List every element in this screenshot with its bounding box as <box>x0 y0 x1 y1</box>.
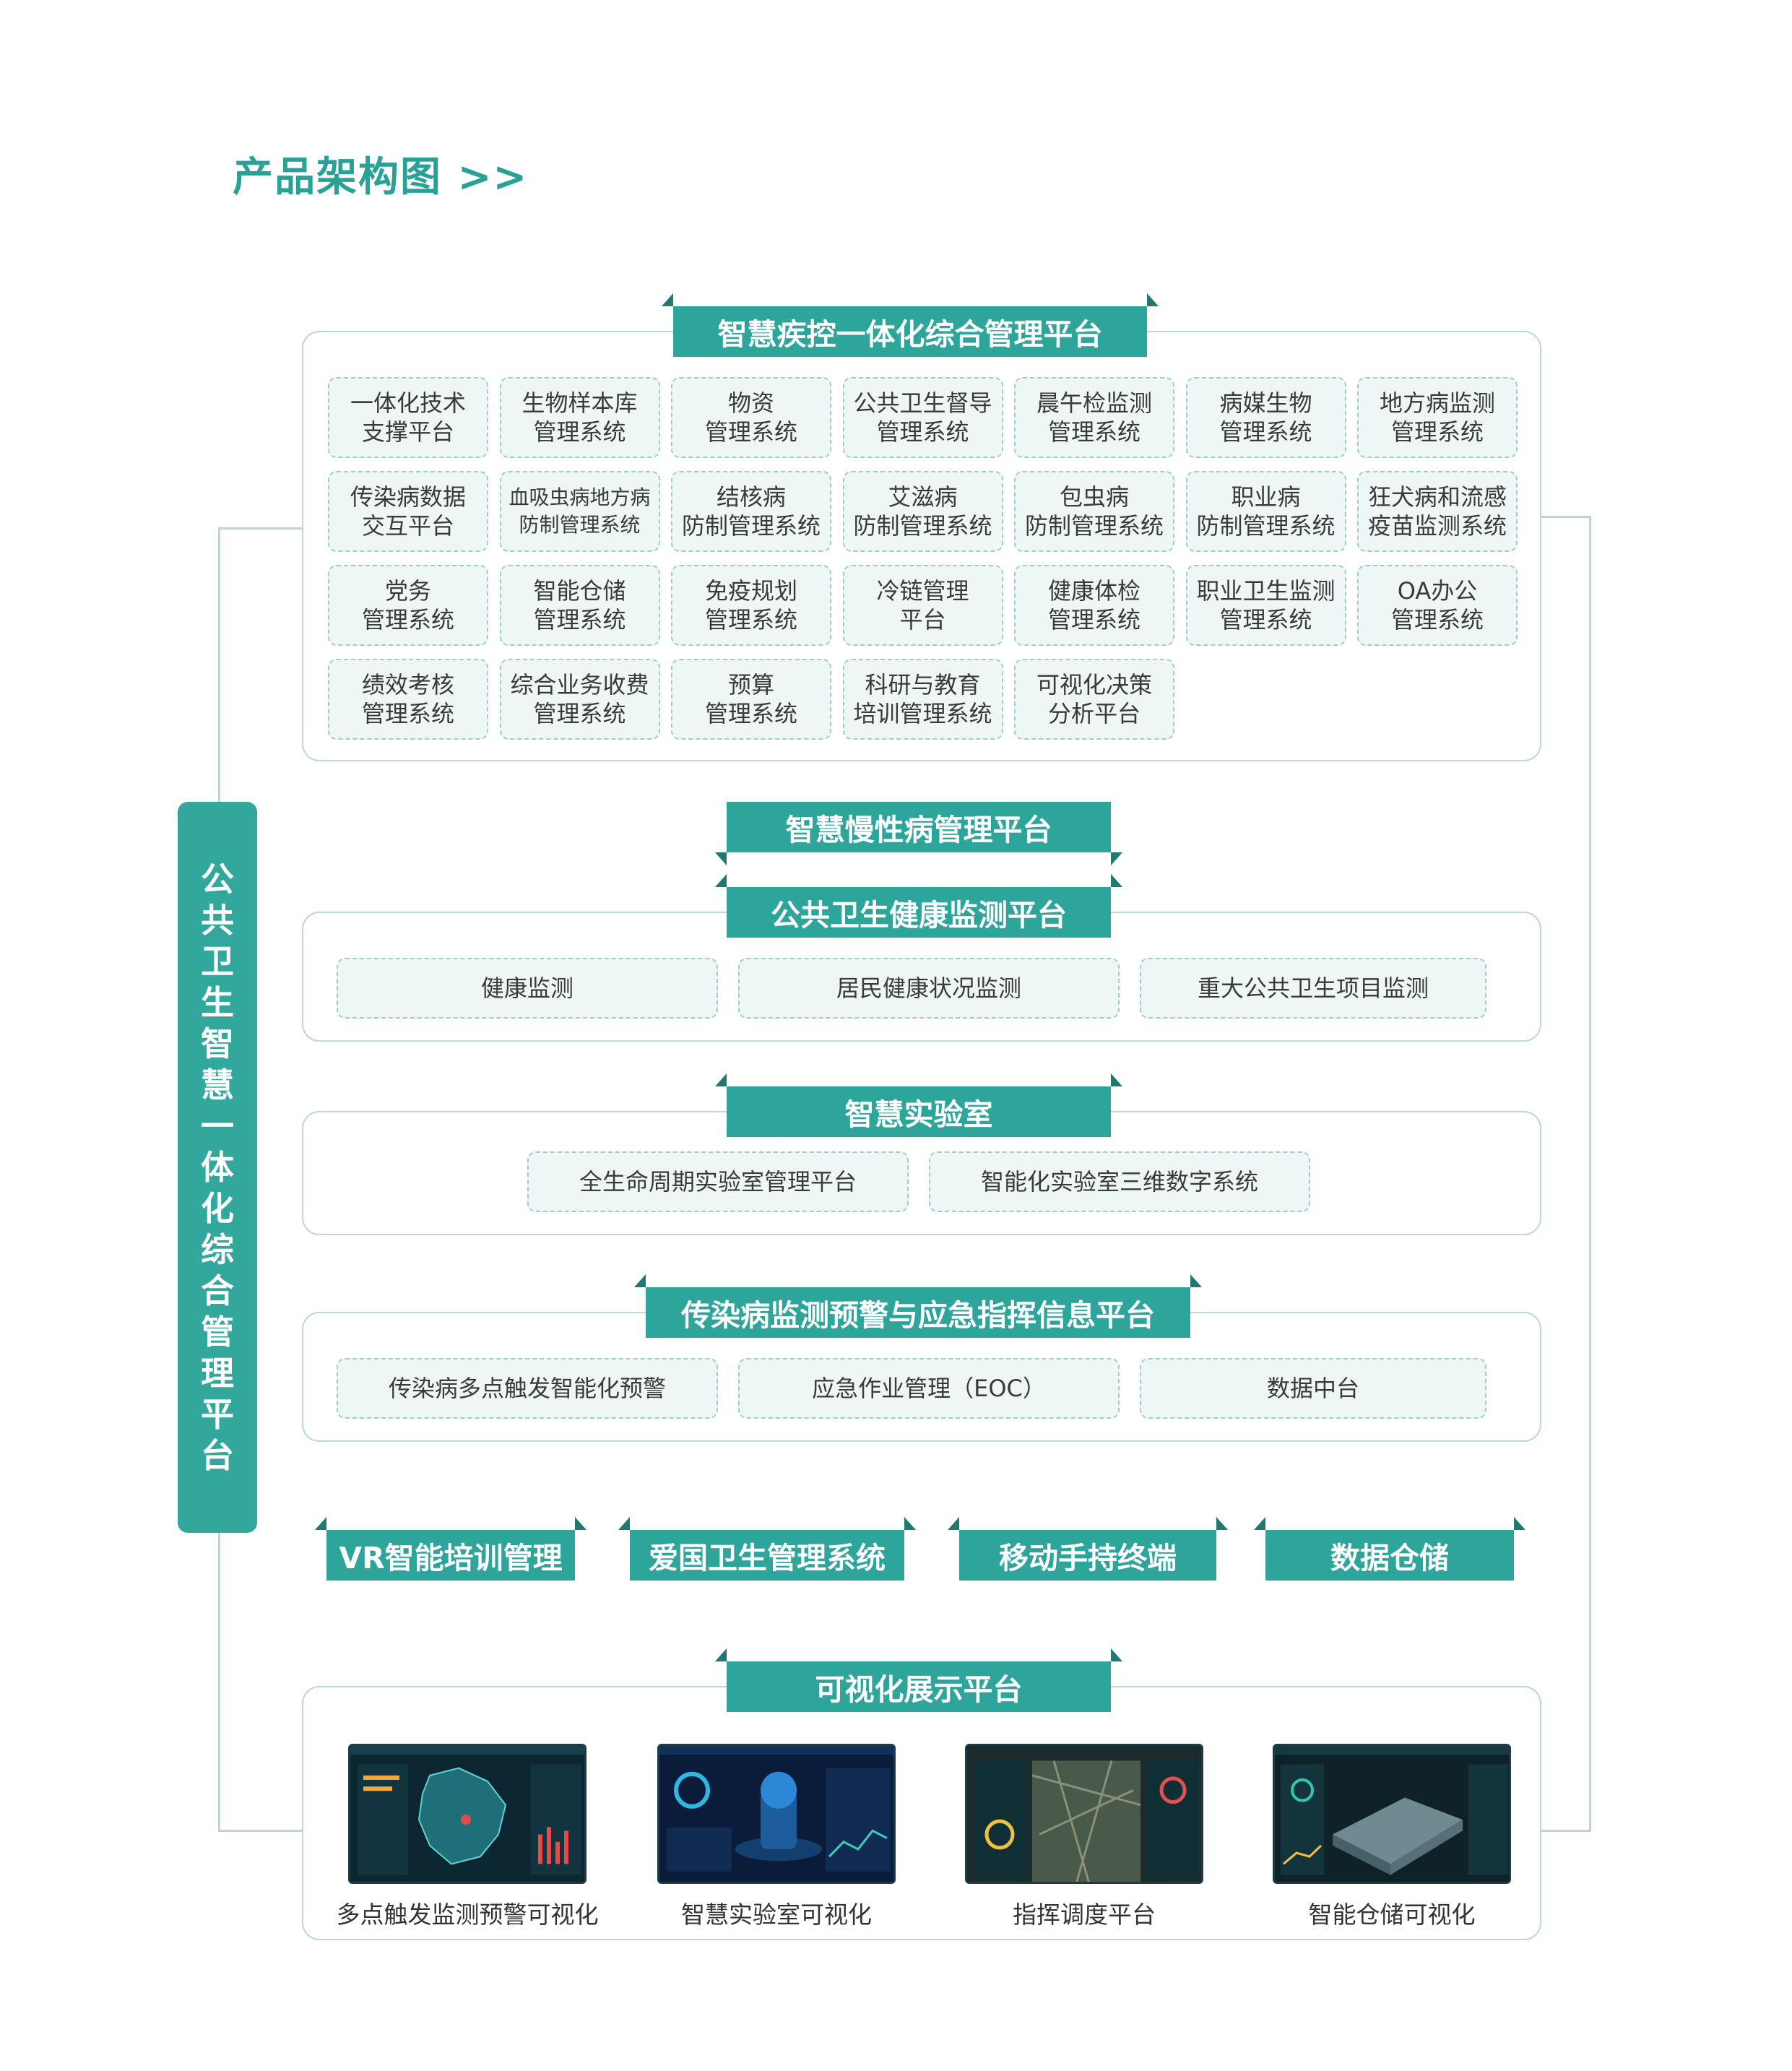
visual-banner: 可视化展示平台 <box>715 1648 1122 1712</box>
cdc-module-cell: OA办公 管理系统 <box>1357 565 1518 646</box>
cdc-module-label: 晨午检监测 管理系统 <box>1036 389 1152 446</box>
visual-caption: 指挥调度平台 <box>1013 1901 1156 1929</box>
health-monitor-title: 公共卫生健康监测平台 <box>771 898 1067 933</box>
cdc-module-cell: 党务 管理系统 <box>328 565 488 646</box>
health-monitor-item: 重大公共卫生项目监测 <box>1140 958 1486 1019</box>
cdc-module-cell: 免疫规划 管理系统 <box>671 565 831 646</box>
cdc-module-cell: 生物样本库 管理系统 <box>499 377 660 458</box>
epidemic-item: 应急作业管理（EOC） <box>738 1358 1120 1419</box>
side-platform-label: 公共卫生智慧一体化综合管理平台 <box>178 802 257 1533</box>
epidemic-item: 数据中台 <box>1140 1358 1486 1419</box>
cdc-module-label: 艾滋病 防制管理系统 <box>853 483 992 540</box>
cdc-module-label: 可视化决策 分析平台 <box>1036 671 1152 727</box>
cdc-module-label: 职业卫生监测 管理系统 <box>1196 577 1336 634</box>
cdc-module-label: 科研与教育 培训管理系统 <box>853 671 992 727</box>
command-dashboard-thumbnail <box>965 1744 1203 1884</box>
chronic-platform-banner: 智慧慢性病管理平台 <box>715 802 1122 865</box>
cdc-module-cell: 艾滋病 防制管理系统 <box>842 471 1003 552</box>
chronic-platform-title: 智慧慢性病管理平台 <box>785 813 1052 847</box>
visual-title: 可视化展示平台 <box>815 1672 1023 1707</box>
smart-lab-banner: 智慧实验室 <box>715 1073 1122 1137</box>
cdc-module-cell: 晨午检监测 管理系统 <box>1014 377 1174 458</box>
lab-dashboard-thumbnail <box>657 1744 896 1884</box>
visual-caption: 智能仓储可视化 <box>1308 1901 1476 1929</box>
cdc-module-label: 一体化技术 支撑平台 <box>350 389 466 446</box>
cdc-module-cell: 地方病监测 管理系统 <box>1357 377 1518 458</box>
smart-lab-title: 智慧实验室 <box>844 1097 993 1132</box>
cdc-module-cell: 科研与教育 培训管理系统 <box>842 659 1003 740</box>
cdc-module-cell: 传染病数据 交互平台 <box>328 471 488 552</box>
cdc-module-cell: 综合业务收费 管理系统 <box>499 659 660 740</box>
cdc-module-cell: 狂犬病和流感 疫苗监测系统 <box>1357 471 1518 552</box>
epidemic-item: 传染病多点触发智能化预警 <box>337 1358 718 1419</box>
cdc-module-cell: 可视化决策 分析平台 <box>1014 659 1174 740</box>
cdc-module-cell: 物资 管理系统 <box>671 377 831 458</box>
cdc-module-cell: 血吸虫病地方病 防制管理系统 <box>499 471 660 552</box>
cdc-module-label: 健康体检 管理系统 <box>1047 577 1140 634</box>
health-monitor-item: 健康监测 <box>337 958 718 1019</box>
cdc-module-label: 冷链管理 平台 <box>876 577 969 634</box>
cdc-module-cell: 绩效考核 管理系统 <box>328 659 488 740</box>
cdc-platform-banner: 智慧疾控一体化综合管理平台 <box>662 293 1159 357</box>
tool-banner-patriotic-health: 爱国卫生管理系统 <box>618 1517 916 1581</box>
visual-caption: 多点触发监测预警可视化 <box>336 1901 599 1929</box>
epidemic-banner: 传染病监测预警与应急指挥信息平台 <box>634 1274 1202 1338</box>
tool-banner-mobile: 移动手持终端 <box>948 1517 1228 1581</box>
warehouse-dashboard-thumbnail <box>1273 1744 1511 1884</box>
cdc-module-label: 职业病 防制管理系统 <box>1196 483 1336 540</box>
cdc-module-label: 生物样本库 管理系统 <box>521 389 638 446</box>
cdc-module-label: 公共卫生督导 管理系统 <box>853 389 992 446</box>
cdc-module-label: 免疫规划 管理系统 <box>704 577 797 634</box>
cdc-module-label: 综合业务收费 管理系统 <box>510 671 649 727</box>
cdc-module-cell: 智能仓储 管理系统 <box>499 565 660 646</box>
cdc-module-label: 智能仓储 管理系统 <box>533 577 626 634</box>
cdc-module-cell: 职业病 防制管理系统 <box>1185 471 1346 552</box>
visual-caption: 智慧实验室可视化 <box>681 1901 872 1929</box>
cdc-module-cell: 健康体检 管理系统 <box>1014 565 1174 646</box>
cdc-module-label: 包虫病 防制管理系统 <box>1024 483 1164 540</box>
cdc-module-label: 传染病数据 交互平台 <box>350 483 466 540</box>
side-platform-text: 公共卫生智慧一体化综合管理平台 <box>201 859 234 1475</box>
cdc-module-cell: 职业卫生监测 管理系统 <box>1185 565 1346 646</box>
cdc-module-cell: 公共卫生督导 管理系统 <box>842 377 1003 458</box>
smart-lab-item: 智能化实验室三维数字系统 <box>929 1151 1310 1212</box>
cdc-module-label: 物资 管理系统 <box>704 389 797 446</box>
cdc-module-label: 狂犬病和流感 疫苗监测系统 <box>1367 483 1507 540</box>
health-monitor-banner: 公共卫生健康监测平台 <box>715 874 1122 938</box>
epidemic-title: 传染病监测预警与应急指挥信息平台 <box>681 1298 1155 1333</box>
smart-lab-item: 全生命周期实验室管理平台 <box>527 1151 909 1212</box>
cdc-module-label: 绩效考核 管理系统 <box>361 671 454 727</box>
map-dashboard-thumbnail <box>348 1744 586 1884</box>
cdc-module-cell: 包虫病 防制管理系统 <box>1014 471 1174 552</box>
cdc-module-cell: 一体化技术 支撑平台 <box>328 377 488 458</box>
cdc-module-label: 血吸虫病地方病 防制管理系统 <box>508 485 651 537</box>
cdc-module-label: OA办公 管理系统 <box>1390 577 1484 634</box>
cdc-module-cell: 结核病 防制管理系统 <box>671 471 831 552</box>
cdc-module-label: 预算 管理系统 <box>704 671 797 727</box>
cdc-module-cell: 冷链管理 平台 <box>842 565 1003 646</box>
cdc-module-cell: 预算 管理系统 <box>671 659 831 740</box>
tool-banner-data-warehouse: 数据仓储 <box>1254 1517 1525 1581</box>
health-monitor-item: 居民健康状况监测 <box>738 958 1120 1019</box>
cdc-platform-title: 智慧疾控一体化综合管理平台 <box>717 317 1103 352</box>
cdc-module-cell: 病媒生物 管理系统 <box>1185 377 1346 458</box>
page-title: 产品架构图 >> <box>233 154 529 201</box>
cdc-module-label: 党务 管理系统 <box>361 577 454 634</box>
connector-right <box>1540 516 1591 1832</box>
cdc-module-label: 结核病 防制管理系统 <box>681 483 821 540</box>
cdc-module-label: 病媒生物 管理系统 <box>1219 389 1312 446</box>
cdc-module-label: 地方病监测 管理系统 <box>1379 389 1495 446</box>
tool-banner-vr: VR智能培训管理 <box>315 1517 586 1581</box>
